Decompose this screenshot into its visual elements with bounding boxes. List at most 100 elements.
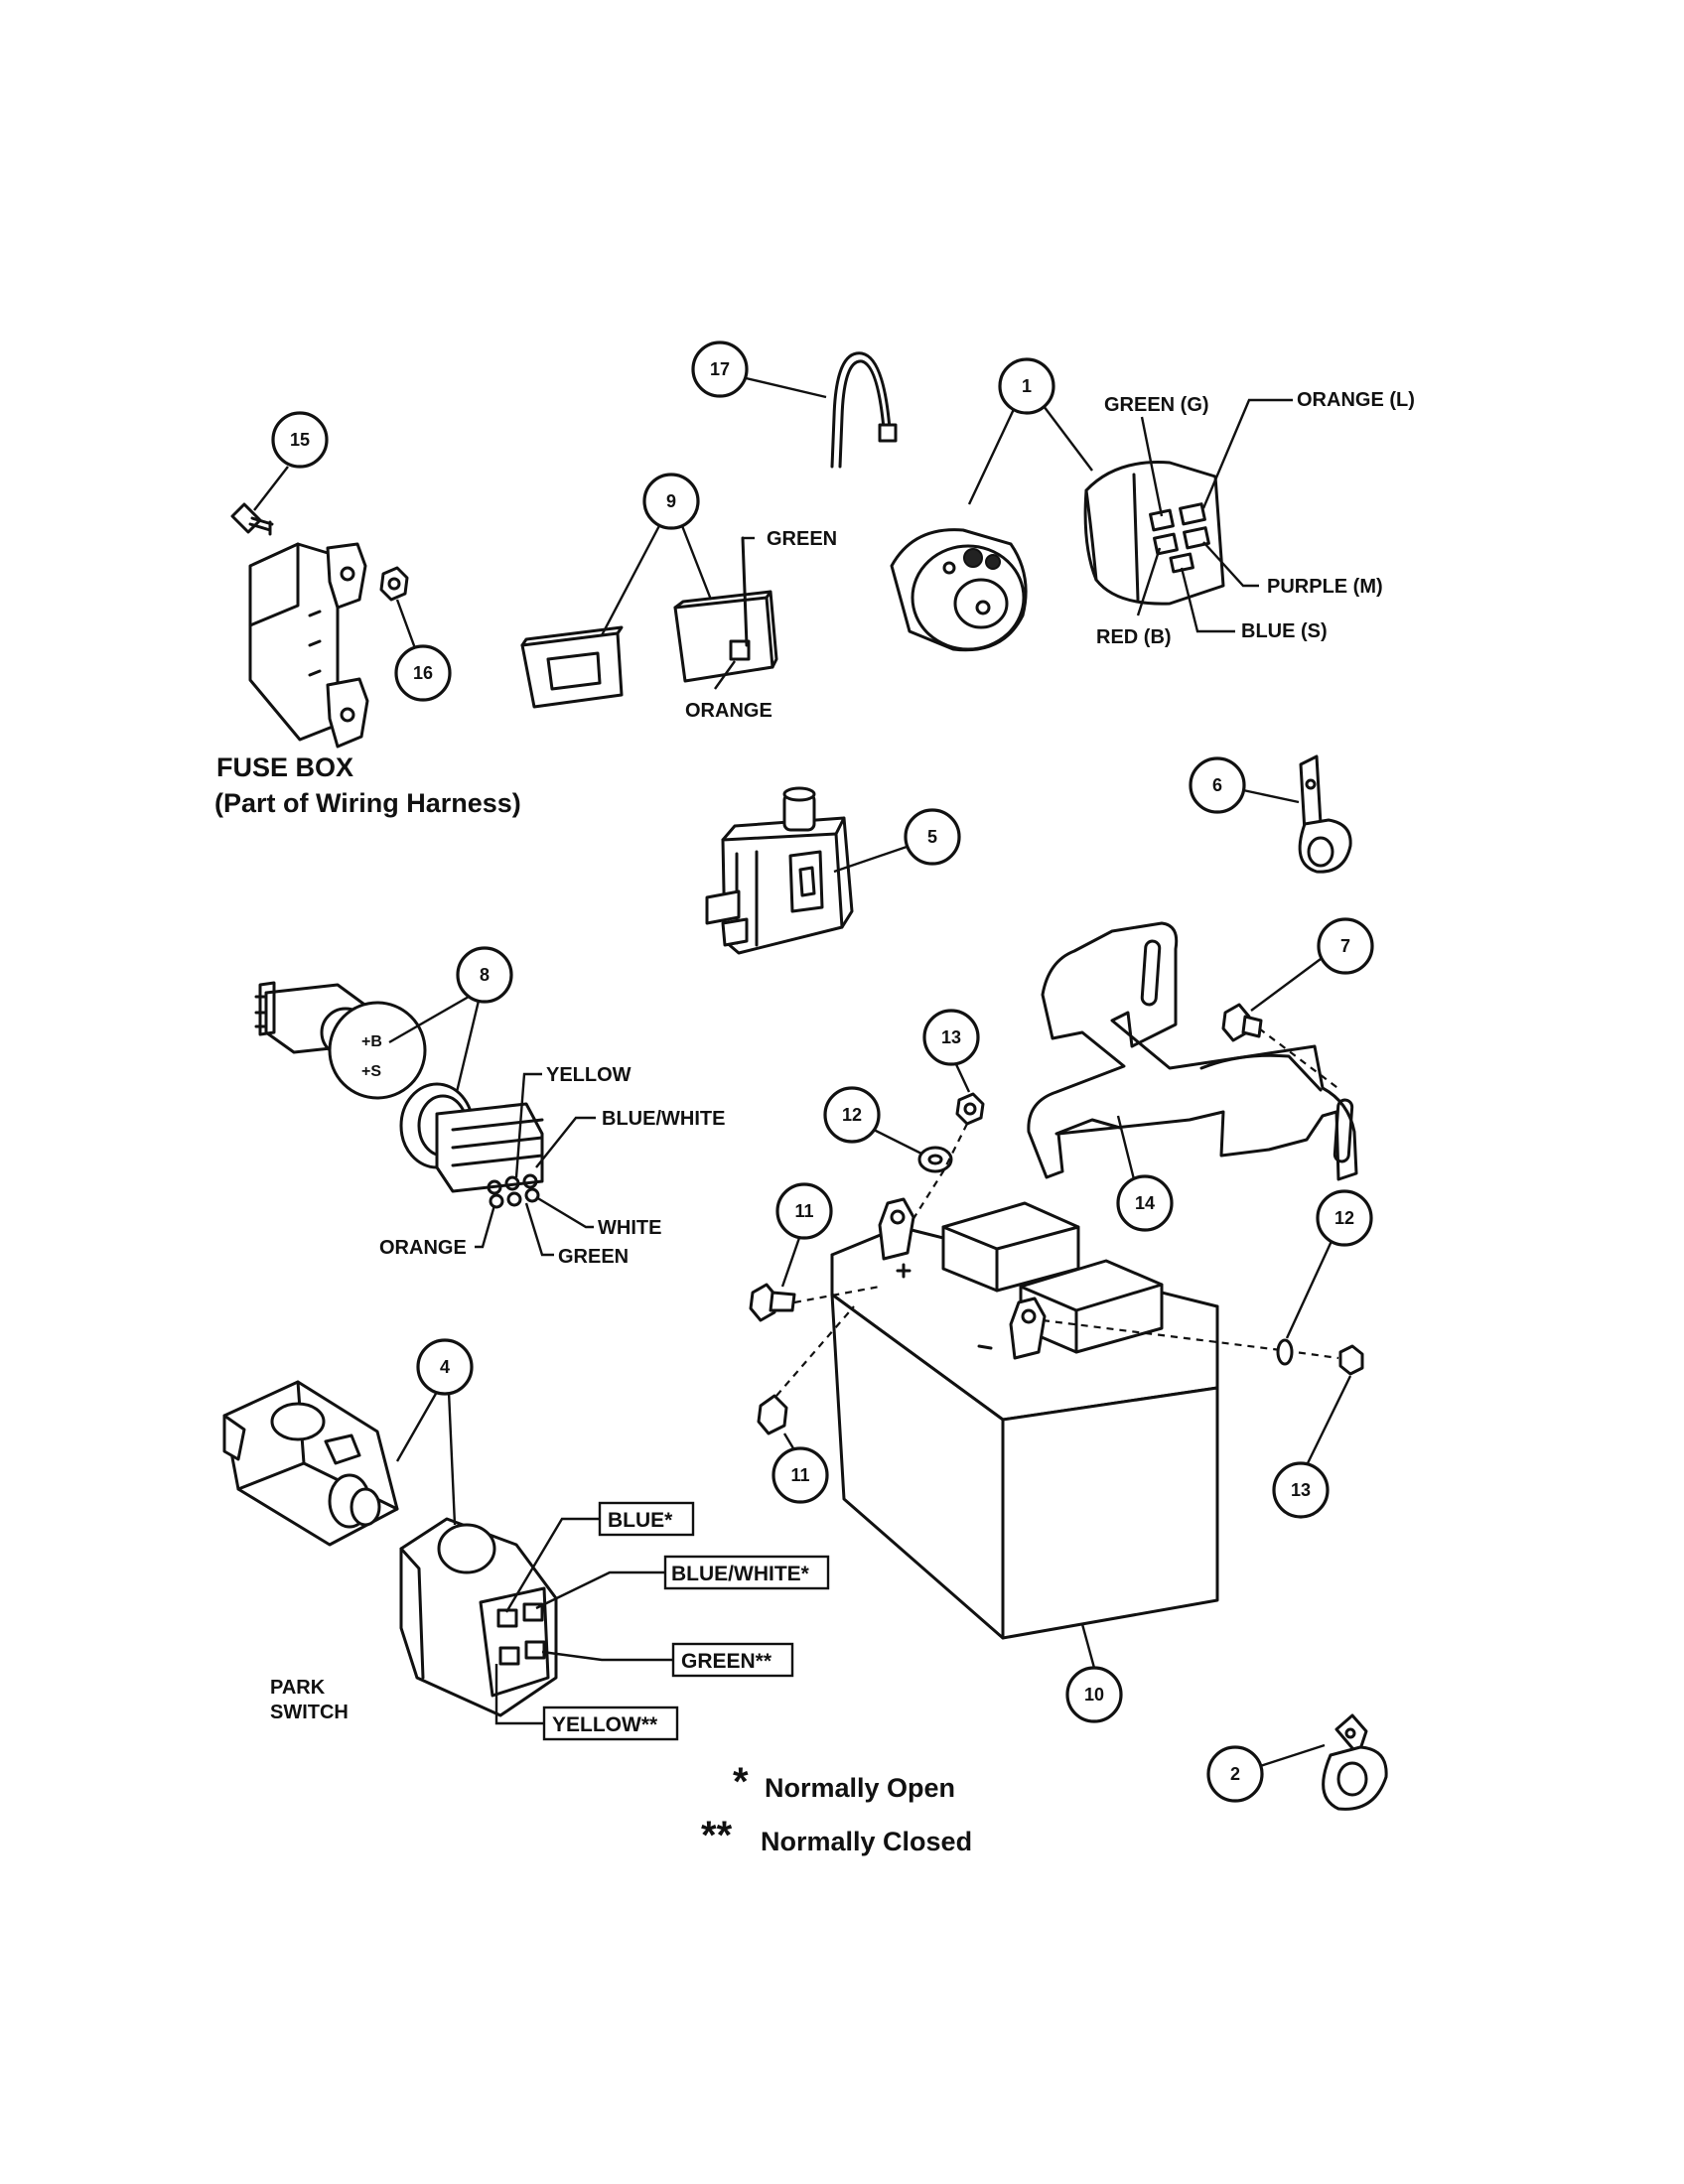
svg-text:13: 13 <box>941 1027 961 1047</box>
legend-single-star: * <box>733 1760 749 1804</box>
callout-13-right: 13 <box>1272 1461 1330 1519</box>
leader-4a <box>395 1391 439 1462</box>
bracket-bolt-part <box>1221 1003 1263 1042</box>
leader-park-blue <box>504 1517 600 1613</box>
svg-text:5: 5 <box>927 827 937 847</box>
switch-8-bluewhite-label: BLUE/WHITE <box>602 1108 725 1130</box>
leader-12a <box>873 1128 922 1156</box>
callout-1: 1 <box>998 357 1055 415</box>
leader-11a <box>780 1234 802 1288</box>
callout-5: 5 <box>904 808 961 866</box>
park-yellow-box <box>542 1706 679 1741</box>
leader-14 <box>1116 1115 1136 1180</box>
svg-text:11: 11 <box>790 1465 809 1485</box>
svg-text:7: 7 <box>1340 936 1350 956</box>
battery-bracket-part <box>1027 921 1358 1181</box>
callout-11-lower: 11 <box>772 1446 829 1504</box>
switch-8-white-label: WHITE <box>598 1217 661 1239</box>
switch-8-orange-label: ORANGE <box>379 1237 467 1259</box>
legend-double-star: ** <box>701 1814 733 1857</box>
switch-9-body <box>673 536 778 683</box>
leader-8-bluewhite <box>535 1116 596 1168</box>
fuse-box-part <box>248 542 369 749</box>
leader-1b <box>1040 401 1093 472</box>
svg-text:4: 4 <box>440 1357 450 1377</box>
park-blue-box <box>598 1501 695 1537</box>
callout-9: 9 <box>642 473 700 530</box>
park-switch-front <box>222 1380 399 1547</box>
terminal-bolt-upper <box>749 1283 796 1322</box>
terminal-nut-right <box>1338 1344 1364 1376</box>
key-switch-8-front: +B +S <box>254 981 427 1100</box>
svg-text:14: 14 <box>1135 1193 1155 1213</box>
leader-4b <box>447 1391 457 1526</box>
callout-16: 16 <box>394 644 452 702</box>
clip-2-part <box>1322 1713 1388 1811</box>
fuse-box-subtitle: (Part of Wiring Harness) <box>214 788 521 818</box>
callout-14: 14 <box>1116 1174 1174 1232</box>
switch-9-bezel <box>520 625 624 709</box>
legend-normally-open: Normally Open <box>765 1773 955 1803</box>
svg-text:6: 6 <box>1212 775 1222 795</box>
ignition-red-label: RED (B) <box>1096 626 1172 648</box>
callout-10: 10 <box>1065 1666 1123 1723</box>
dash-bolt-lower <box>775 1305 855 1397</box>
leader-park-yellow <box>494 1664 544 1725</box>
switch-9-green-label: GREEN <box>767 528 837 550</box>
leader-13a <box>953 1061 971 1093</box>
callout-13-top: 13 <box>922 1009 980 1066</box>
leader-park-bluewhite <box>535 1570 665 1610</box>
dash-terminal-top <box>895 1123 968 1248</box>
callout-15: 15 <box>271 411 329 469</box>
leader-6 <box>1242 788 1300 804</box>
dash-bolt-7 <box>1258 1027 1341 1091</box>
terminal-bolt-lower <box>757 1394 788 1435</box>
svg-text:13: 13 <box>1291 1480 1311 1500</box>
callout-4: 4 <box>416 1338 474 1396</box>
switch-8-face-top: +B <box>361 1033 382 1050</box>
leader-12b <box>1285 1238 1334 1339</box>
svg-text:9: 9 <box>666 491 676 511</box>
park-switch-title-2: SWITCH <box>270 1702 349 1723</box>
svg-text:12: 12 <box>842 1105 862 1125</box>
bolt-part <box>230 502 274 536</box>
battery-part <box>830 1197 1219 1640</box>
clip-6-part <box>1298 754 1352 874</box>
switch-8-face-bottom: +S <box>361 1063 381 1080</box>
callout-7: 7 <box>1317 917 1374 975</box>
park-switch-title-1: PARK <box>270 1677 326 1699</box>
svg-text:17: 17 <box>710 359 730 379</box>
park-green-label: GREEN** <box>681 1650 772 1673</box>
ignition-green-label: GREEN (G) <box>1104 394 1209 416</box>
callout-6: 6 <box>1189 756 1246 814</box>
svg-text:2: 2 <box>1230 1764 1240 1784</box>
legend-normally-closed: Normally Closed <box>761 1827 972 1856</box>
leader-red-b <box>1136 547 1162 616</box>
nut-part <box>379 566 409 602</box>
park-yellow-label: YELLOW** <box>552 1713 658 1736</box>
switch-8-yellow-label: YELLOW <box>546 1064 632 1086</box>
leader-15 <box>253 466 289 511</box>
leader-5 <box>833 844 911 874</box>
park-bluewhite-box <box>663 1555 830 1590</box>
leader-8-yellow <box>514 1072 542 1178</box>
switch-9-orange-label: ORANGE <box>685 700 772 722</box>
callout-2: 2 <box>1206 1745 1264 1803</box>
leader-8-green <box>524 1202 554 1257</box>
callout-17: 17 <box>691 341 749 398</box>
park-switch-back <box>399 1517 558 1717</box>
svg-text:16: 16 <box>413 663 433 683</box>
leader-8-orange <box>475 1204 496 1249</box>
callout-11-upper: 11 <box>775 1182 833 1240</box>
leader-green-g <box>1140 416 1164 517</box>
leader-9a <box>600 517 665 636</box>
park-blue-label: BLUE* <box>608 1509 673 1532</box>
dash-bolt-upper <box>793 1285 881 1304</box>
switch-8-green-label: GREEN <box>558 1246 629 1268</box>
leader-17 <box>741 375 827 399</box>
callout-12-right: 12 <box>1316 1189 1373 1247</box>
leader-orange-l <box>1201 398 1293 509</box>
svg-text:1: 1 <box>1022 376 1032 396</box>
svg-text:8: 8 <box>480 965 490 985</box>
